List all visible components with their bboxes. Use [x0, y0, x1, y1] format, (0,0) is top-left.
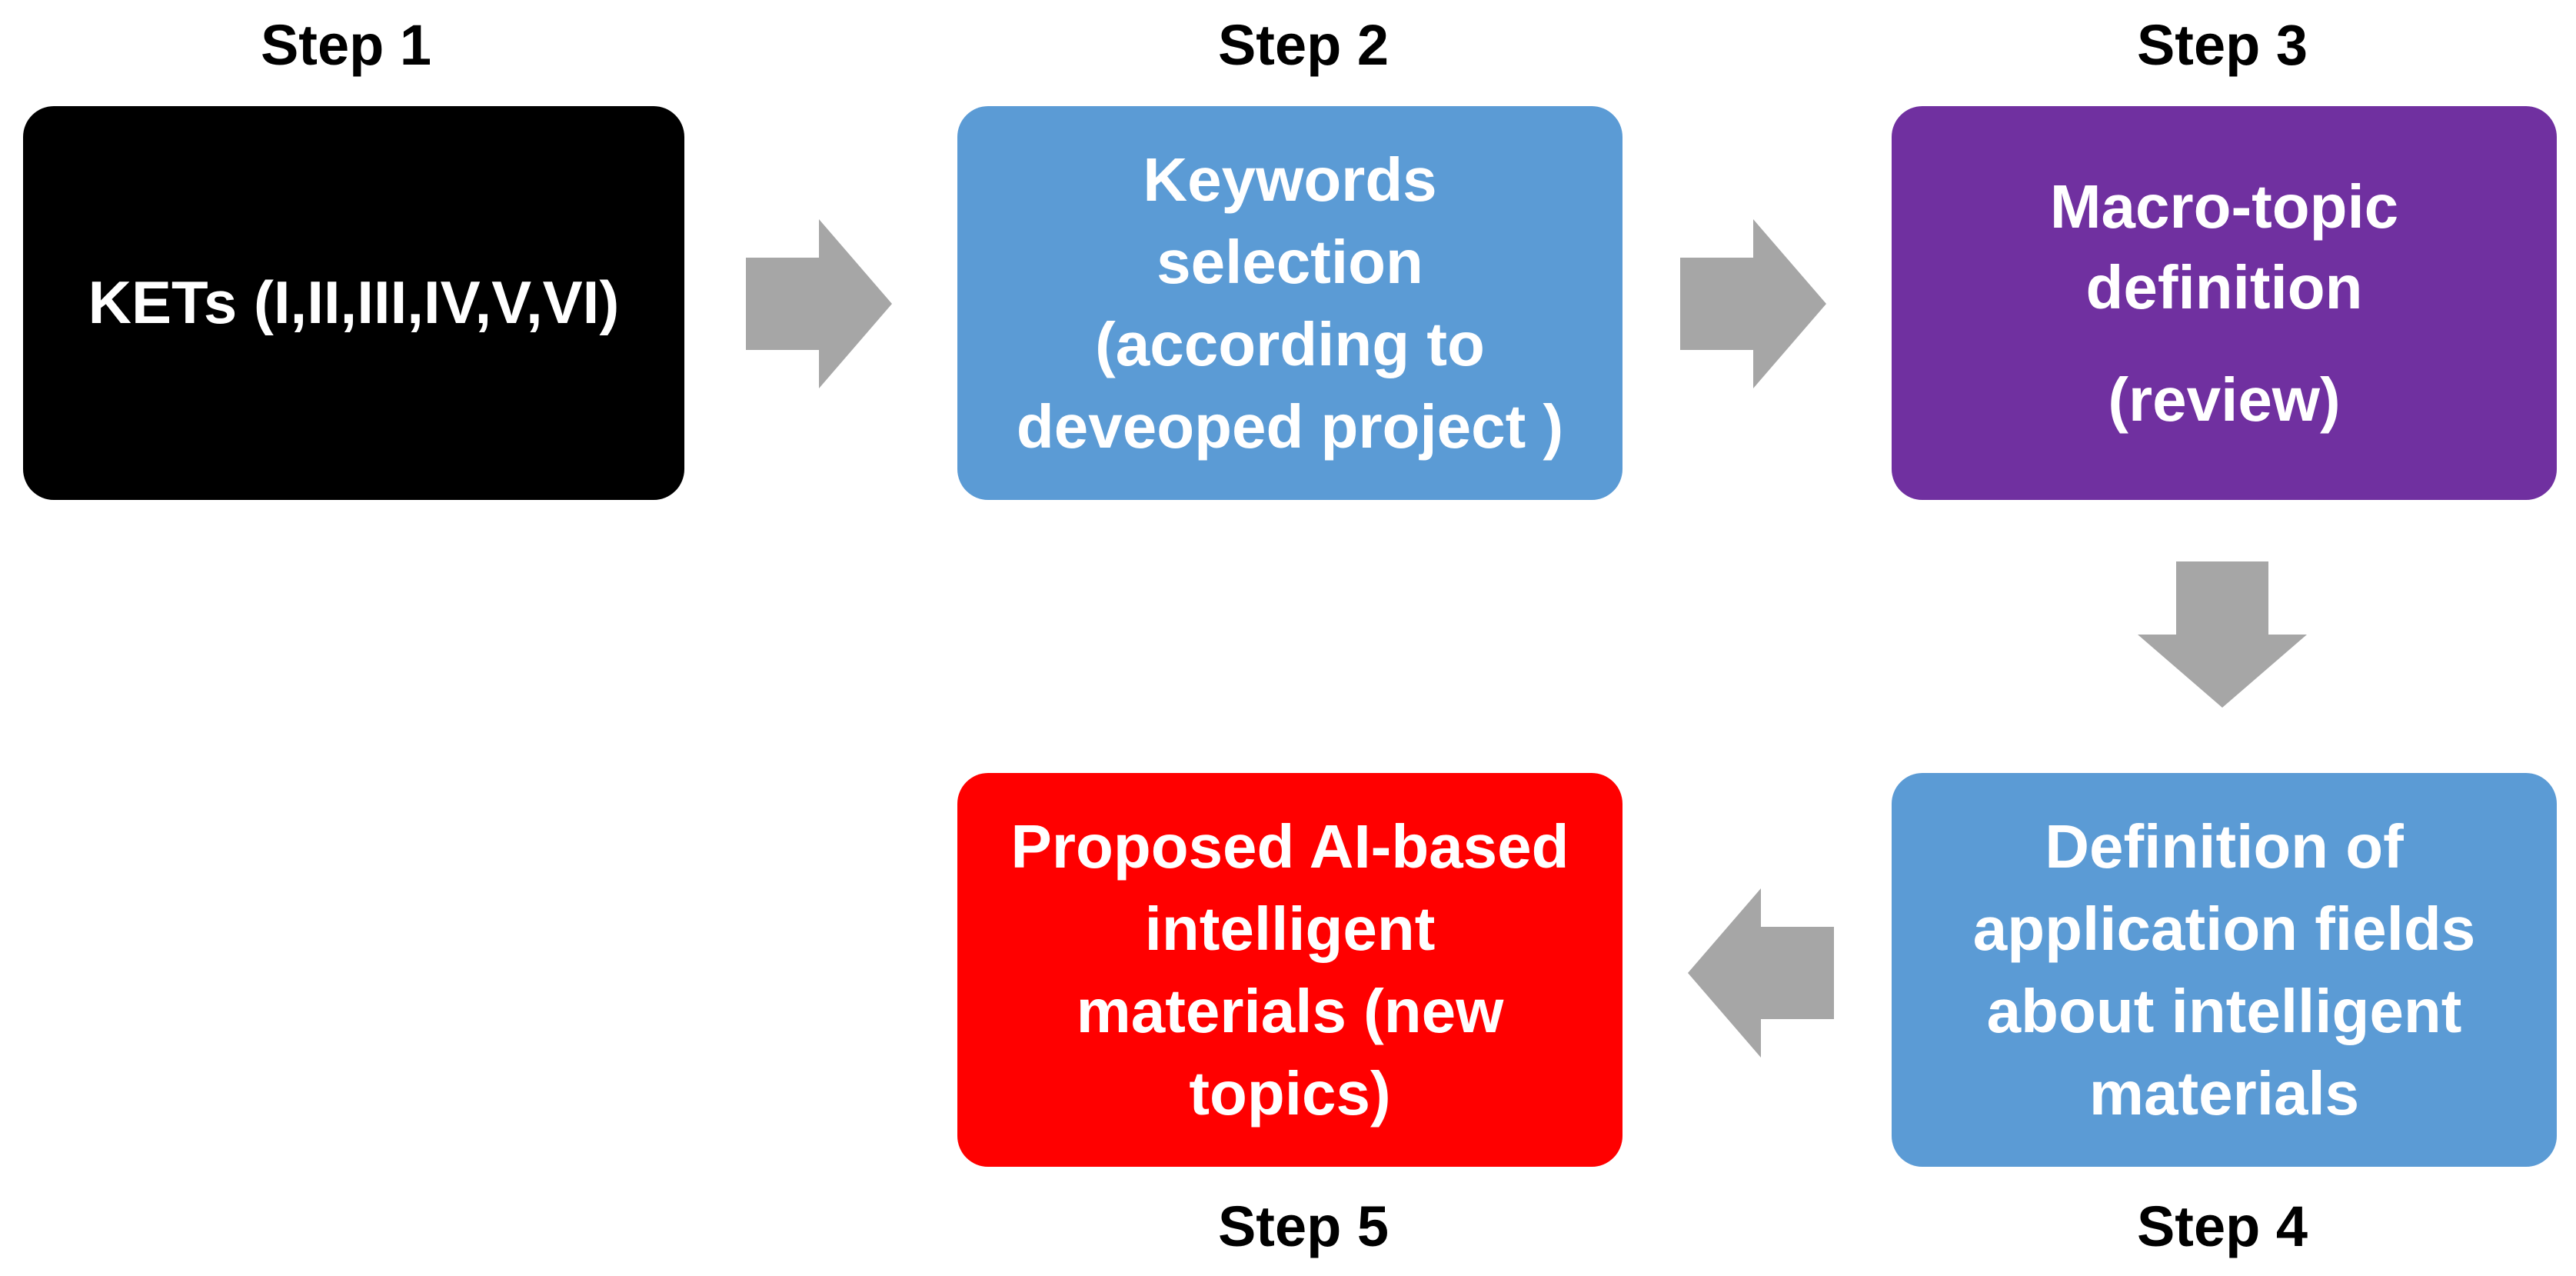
step-4-text-line-3: about intelligent — [1986, 977, 2462, 1045]
step-5-text-line-3: materials (new — [1076, 977, 1504, 1045]
arrow-down-shape — [2138, 561, 2307, 708]
step-4-text-line-1: Definition of — [2045, 811, 2404, 881]
step-4-text-line-2: application fields — [1972, 894, 2476, 963]
step-2-text-line-3: (according to — [1095, 310, 1485, 378]
step-2-box: Keywords selection (according to deveope… — [957, 106, 1622, 500]
step-3-text-line-1: Macro-topic — [2049, 172, 2399, 241]
step-2-text-line-4: deveoped project ) — [1016, 392, 1564, 461]
step-5-label: Step 5 — [1217, 1194, 1390, 1258]
arrow-right-icon-step1-to-step2 — [746, 219, 892, 388]
step-3-text-line-3: (review) — [2108, 365, 2341, 434]
step-2-text-line-2: selection — [1157, 227, 1423, 296]
step-5-text-line-1: Proposed AI-based — [1010, 811, 1569, 881]
step-1-label: Step 1 — [260, 13, 432, 77]
step-3-label: Step 3 — [2136, 13, 2308, 77]
step-1-text: KETs (I,II,III,IV,V,VI) — [88, 268, 620, 337]
arrow-left-icon-step4-to-step5 — [1688, 888, 1834, 1058]
step-5-text-line-4: topics) — [1189, 1059, 1391, 1128]
step-2-label: Step 2 — [1217, 13, 1390, 77]
arrow-down-icon-step3-to-step4 — [2138, 561, 2307, 708]
step-3-box: Macro-topic definition (review) — [1892, 106, 2557, 500]
step-4-box: Definition of application fields about i… — [1892, 773, 2557, 1167]
step-5-box: Proposed AI-based intelligent materials … — [957, 773, 1622, 1167]
arrow-left-shape — [1688, 888, 1834, 1058]
arrow-right-shape — [1680, 219, 1826, 388]
arrow-right-icon-step2-to-step3 — [1680, 219, 1826, 388]
step-5-text-line-2: intelligent — [1144, 894, 1436, 963]
step-1-box: KETs (I,II,III,IV,V,VI) — [23, 106, 684, 500]
step-4-text-line-4: materials — [2088, 1059, 2360, 1128]
step-4-label: Step 4 — [2136, 1194, 2308, 1258]
step-2-text-line-1: Keywords — [1143, 145, 1437, 214]
arrow-right-shape — [746, 219, 892, 388]
step-3-text-line-2: definition — [2085, 253, 2363, 322]
